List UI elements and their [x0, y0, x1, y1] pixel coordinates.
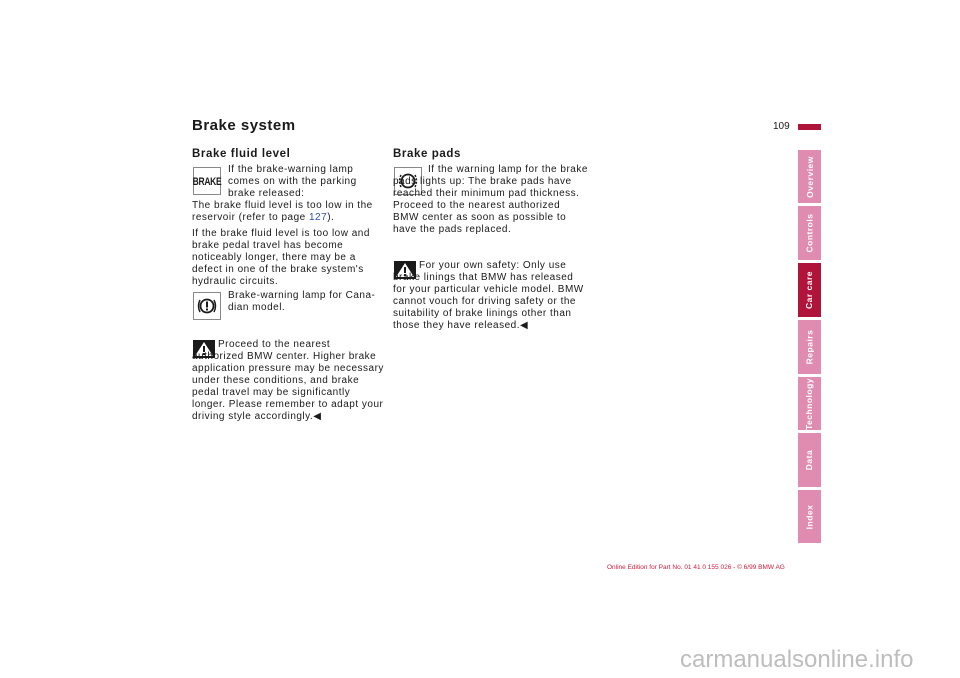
page-marker: [798, 124, 821, 130]
tab-repairs[interactable]: Repairs: [798, 320, 821, 374]
brake-fluid-heading: Brake fluid level: [192, 148, 291, 160]
warning-triangle-icon: [193, 340, 215, 363]
tab-data[interactable]: Data: [798, 433, 821, 487]
canadian-lamp-caption: Brake-warning lamp for Cana- dian model.: [228, 290, 376, 313]
footer-edition: Online Edition for Part No. 01 41 0 155 …: [607, 564, 785, 571]
page-number: 109: [773, 121, 790, 132]
tab-index[interactable]: Index: [798, 490, 821, 543]
brake-lamp-intro: If the brake-warning lamp comes on with …: [228, 164, 357, 199]
brake-pads-heading: Brake pads: [393, 148, 462, 160]
page-title: Brake system: [192, 117, 296, 134]
tab-overview[interactable]: Overview: [798, 150, 821, 203]
brake-warning-lamp-icon: BRAKE: [193, 167, 222, 195]
warning-triangle-icon: [394, 261, 416, 284]
brake-warning-text: Proceed to the nearest authorized BMW ce…: [192, 339, 384, 422]
brake-pad-warning-icon: [394, 167, 422, 195]
brake-lining-warning-text: For your own safety: Only use brake lini…: [393, 260, 584, 331]
brake-pad-text: If the warning lamp for the brake pads l…: [393, 164, 588, 235]
exclamation-circle-icon: [193, 292, 221, 320]
brake-fluid-low-text: The brake fluid level is too low in the …: [192, 200, 373, 223]
tab-technology[interactable]: Technology: [798, 377, 821, 430]
tab-car-care[interactable]: Car care: [798, 263, 821, 317]
brake-pedal-travel-text: If the brake fluid level is too low and …: [192, 228, 370, 287]
tab-controls[interactable]: Controls: [798, 206, 821, 260]
watermark: carmanualsonline.info: [680, 646, 914, 673]
page-link[interactable]: 127: [309, 212, 328, 223]
